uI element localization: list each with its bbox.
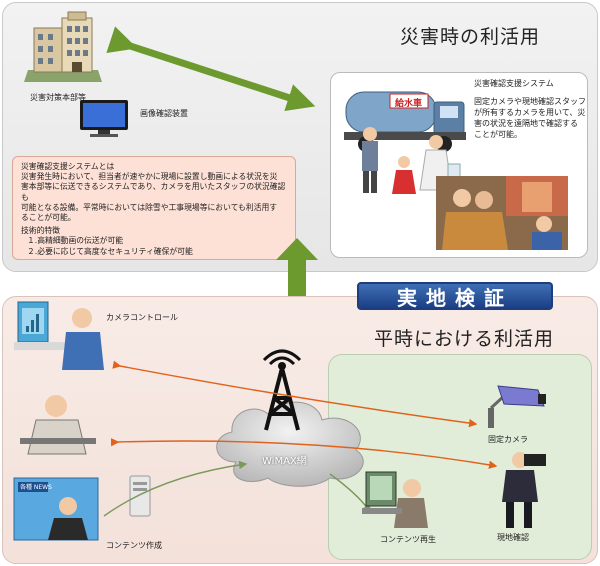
normal-use-title: 平時における利活用: [374, 328, 555, 350]
water-truck-icon: [344, 91, 466, 152]
card-title: 災害確認支援システム: [474, 79, 554, 88]
evacuee-family-photo: [436, 176, 568, 250]
fixed-camera-icon: [488, 385, 546, 428]
tech-feature-item: ２.必要に応じて高度なセキュリティ確保が可能: [27, 246, 193, 256]
fixed-camera-label: 固定カメラ: [488, 435, 528, 444]
tech-features-heading: 技術的特徴: [21, 226, 60, 236]
disaster-use-title: 災害時の利活用: [400, 26, 541, 48]
system-info-box: 災害確認支援システムとは 災害発生時において、担当者が速やかに現場に設置し動画に…: [12, 156, 296, 260]
content-play-label: コンテンツ再生: [380, 535, 436, 544]
camera-control-label: カメラコントロール: [106, 313, 178, 322]
truck-sign: 給水車: [395, 99, 423, 109]
operator-icon: [20, 395, 96, 455]
content-server-icon: [129, 475, 151, 517]
tech-feature-item: １.高精細動画の伝送が可能: [27, 236, 124, 246]
field-test-banner: 実地検証: [357, 282, 553, 310]
monitor-label: 画像確認装置: [140, 109, 188, 118]
news-broadcast-icon: [13, 477, 99, 541]
system-description: 災害確認支援システムとは 災害発生時において、担当者が速やかに現場に設置し動画に…: [21, 162, 286, 223]
card-description: 固定カメラや現地確認スタッフ が所有するカメラを用いて、災 害の状況を遠隔地で確…: [474, 97, 586, 139]
field-check-label: 現地確認: [497, 533, 529, 542]
camera-control-operator-icon: [14, 301, 104, 370]
data-flow-arrows: [103, 360, 498, 517]
two-way-link-arrow: [106, 26, 316, 111]
hq-label: 災害対策本部等: [30, 93, 86, 102]
tv-caption: 各種 NEWS: [20, 484, 52, 491]
content-viewer-icon: [362, 471, 428, 528]
hq-building-icon: [24, 11, 102, 82]
content-make-label: コンテンツ作成: [106, 541, 162, 550]
cameraman-icon: [502, 452, 546, 528]
